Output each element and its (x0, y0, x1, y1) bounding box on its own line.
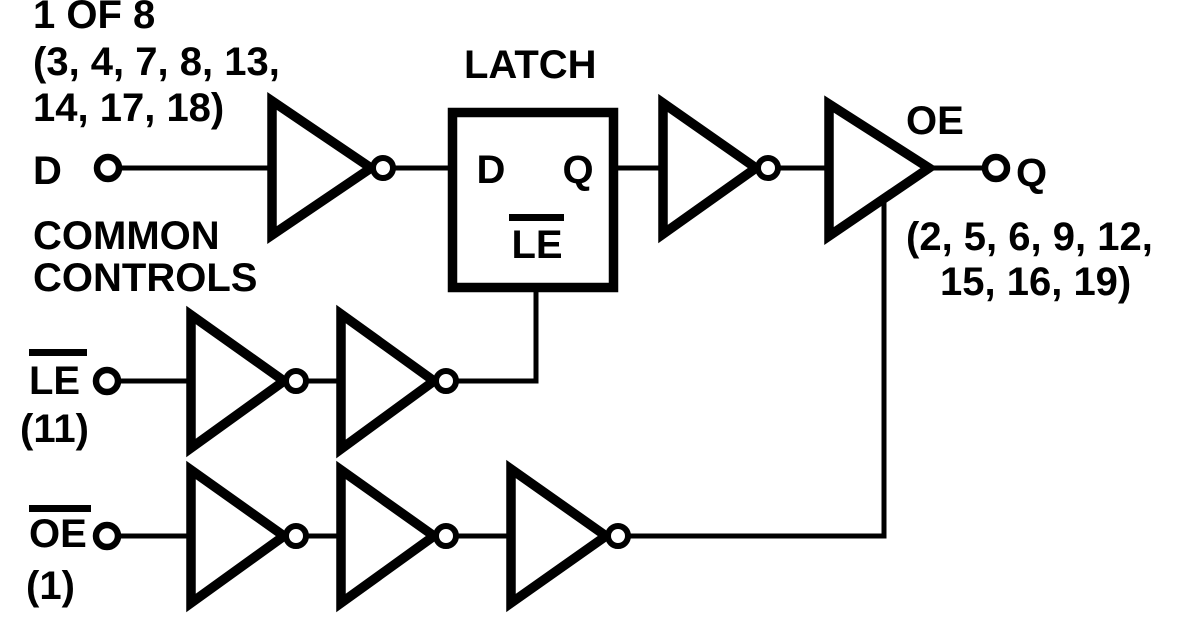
q-pin-numbers-line1: (2, 5, 6, 9, 12, (906, 215, 1153, 259)
common-controls-line2: CONTROLS (33, 256, 257, 300)
le-inverter-1 (186, 305, 293, 458)
latch-le-overbar (509, 214, 564, 221)
le-inverter-2-bubble-icon (433, 368, 459, 394)
wire-oe-to-output-buffer (629, 196, 887, 539)
q-output-terminal-icon (981, 153, 1011, 183)
oe-inverter-3-bubble-icon (605, 523, 631, 549)
oe-input-terminal-icon (92, 521, 122, 551)
latch-title: LATCH (464, 43, 597, 87)
common-controls-line1: COMMON (33, 214, 220, 258)
q-pin-numbers-line2: 15, 16, 19) (940, 260, 1131, 304)
symbols (186, 92, 938, 613)
oe-input-overbar (29, 505, 91, 512)
oe-input-pin: (1) (26, 564, 75, 608)
labels: 1 OF 8 (3, 4, 7, 8, 13, 14, 17, 18) D CO… (20, 0, 1153, 608)
oe-control-label: OE (906, 99, 964, 143)
oe-inverter-2-bubble-icon (433, 523, 459, 549)
latch-q-port-label: Q (562, 148, 593, 192)
le-input-terminal-icon (92, 366, 122, 396)
d-input-label: D (33, 149, 62, 193)
le-input-label: LE (29, 359, 80, 403)
latch-d-port-label: D (477, 148, 506, 192)
d-input-terminal-icon (93, 153, 123, 183)
d-inverter-bubble-icon (370, 155, 396, 181)
le-input-overbar (29, 349, 87, 356)
d-output-inverter-bubble-icon (755, 155, 781, 181)
le-inverter-1-bubble-icon (283, 368, 309, 394)
oe-inverter-1 (186, 460, 293, 613)
d-pin-numbers-line2: 14, 17, 18) (33, 86, 224, 130)
oe-inverter-2 (336, 460, 443, 613)
oe-input-label: OE (29, 512, 87, 556)
terminals (92, 153, 1011, 551)
cell-count-label: 1 OF 8 (33, 0, 155, 37)
d-input-inverter (267, 92, 380, 244)
latch-box (447, 107, 619, 293)
oe-inverter-3 (506, 459, 615, 613)
wire-le-to-latch (457, 286, 539, 384)
le-input-pin: (11) (20, 407, 89, 451)
d-pin-numbers-line1: (3, 4, 7, 8, 13, (33, 40, 280, 84)
oe-inverter-1-bubble-icon (283, 523, 309, 549)
inversion-bubbles (283, 155, 781, 549)
d-output-inverter (658, 93, 765, 244)
le-inverter-2 (336, 304, 443, 459)
output-tristate-buffer (824, 95, 938, 245)
wires (118, 165, 985, 539)
q-output-label: Q (1016, 151, 1047, 195)
latch-le-port-label: LE (511, 223, 562, 267)
